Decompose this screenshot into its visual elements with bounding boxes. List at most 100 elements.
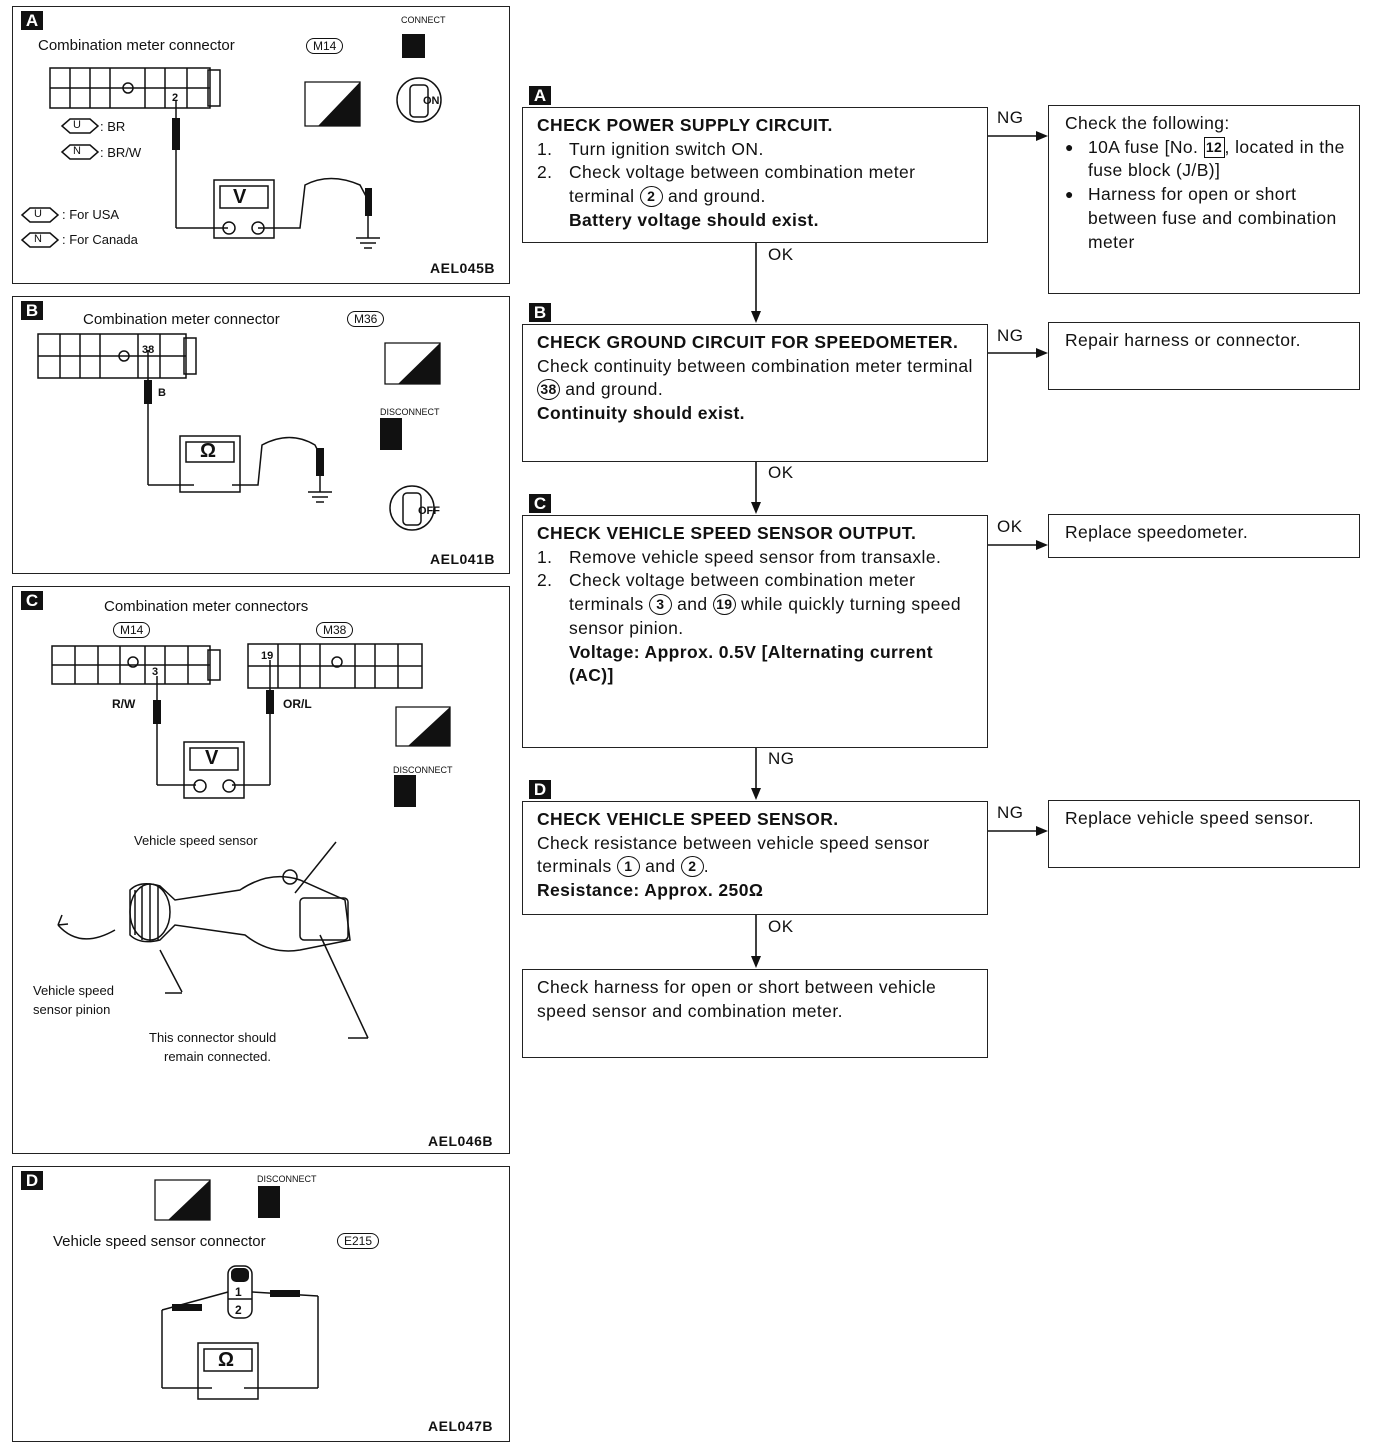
panel-c-title: Combination meter connectors — [104, 598, 309, 615]
panel-a-title: Combination meter connector — [38, 37, 235, 54]
flow-c-ok-label: OK — [997, 517, 1023, 536]
panel-b-key-off: OFF — [418, 505, 440, 517]
panel-a-legend-usa: : For USA — [62, 207, 120, 222]
flow-d-ok-label: OK — [768, 917, 794, 936]
panel-a-legend-u-badge: U — [34, 208, 42, 220]
panel-a-wire-n: : BR/W — [100, 145, 142, 160]
flow-c-spec: Voltage: Approx. 0.5V [Alternating curre… — [569, 641, 933, 686]
panel-a-meter-symbol: V — [233, 186, 247, 208]
panel-b-meter-symbol: Ω — [200, 440, 217, 462]
flow-a-ng-item1-end: , located in the fuse block (J/B)] — [1088, 136, 1345, 181]
panel-c-connector2-id: M38 — [316, 622, 354, 638]
flow-a-ok-label: OK — [768, 245, 794, 264]
panel-d-terminal-1: 1 — [235, 1285, 242, 1299]
flow-a-step2-end: and ground. — [667, 186, 766, 207]
flow-c-step2-text: Check voltage between combination meter … — [569, 570, 916, 615]
panel-b-connector-id: M36 — [347, 311, 385, 327]
flow-c-terminal-3: 3 — [648, 594, 672, 616]
flow-a-step1: Turn ignition switch ON. — [569, 138, 764, 159]
bullet-icon: ● — [1065, 186, 1074, 203]
flow-a-ng-result: Check the following: ● 10A fuse [No. 12,… — [1048, 105, 1360, 294]
flow-a-step2-num: 2. — [537, 162, 553, 183]
flow-a-tag: A — [529, 86, 551, 105]
flow-d-ng-label: NG — [997, 803, 1024, 822]
flow-a-title: CHECK POWER SUPPLY CIRCUIT. — [537, 115, 833, 135]
panel-c-connector-note-2: remain connected. — [164, 1049, 271, 1064]
panel-c-terminal2: 19 — [261, 650, 274, 662]
flow-c-terminal-19: 19 — [712, 594, 736, 616]
flow-d-terminal-1: 1 — [616, 856, 640, 878]
panel-b-hs-label: H.S. — [406, 369, 428, 381]
panel-a-legend-n-badge: N — [34, 233, 42, 245]
flow-d-terminal-2: 2 — [680, 856, 704, 878]
flow-d-text: Check resistance between vehicle speed s… — [537, 832, 930, 877]
panel-c-connector1-id: M14 — [113, 622, 151, 638]
panel-b — [12, 296, 510, 574]
panel-b-terminal: 38 — [142, 344, 155, 356]
flow-d-tag: D — [529, 780, 551, 799]
panel-b-disconnect-label: DISCONNECT — [380, 407, 440, 417]
bullet-icon: ● — [1065, 138, 1074, 155]
panel-c-hs-label: H.S. — [416, 733, 438, 745]
panel-a-terminal: 2 — [172, 92, 179, 104]
flow-a-ng-fuse-number: 12 — [1203, 136, 1225, 158]
flow-d-ng-text: Replace vehicle speed sensor. — [1065, 808, 1314, 828]
flow-d-and: and — [645, 856, 676, 877]
flow-b-ok-label: OK — [768, 463, 794, 482]
flow-b-spec: Continuity should exist. — [537, 403, 745, 424]
panel-a-u-badge: U — [73, 119, 81, 131]
flow-c-step1: Remove vehicle speed sensor from transax… — [569, 546, 942, 567]
flow-d-ng-result: Replace vehicle speed sensor. — [1048, 800, 1360, 868]
panel-c — [12, 586, 510, 1154]
panel-d-connector-id: E215 — [337, 1233, 380, 1249]
flow-b-tag: B — [529, 303, 551, 322]
flow-a-ng-item2: Harness for open or short between fuse a… — [1088, 184, 1337, 252]
flow-a-ng-head: Check the following: — [1065, 113, 1230, 133]
panel-b-title: Combination meter connector — [83, 311, 280, 328]
panel-c-disconnect-label: DISCONNECT — [393, 765, 453, 775]
flow-b-ng-result: Repair harness or connector. — [1048, 322, 1360, 390]
panel-c-tag: C — [21, 591, 43, 610]
flow-c-ok-text: Replace speedometer. — [1065, 522, 1249, 542]
flow-final: Check harness for open or short between … — [522, 969, 988, 1058]
flow-step-b: CHECK GROUND CIRCUIT FOR SPEEDOMETER. Ch… — [522, 324, 988, 462]
flow-b-text-end: and ground. — [565, 379, 664, 400]
flow-a-spec: Battery voltage should exist. — [569, 209, 819, 230]
panel-c-pinion-label-1: Vehicle speed — [33, 983, 114, 998]
flow-c-step2-num: 2. — [537, 570, 553, 591]
panel-a-connect-label: CONNECT — [401, 15, 446, 25]
panel-c-sensor-label: Vehicle speed sensor — [134, 833, 258, 848]
panel-a-connector-id: M14 — [306, 38, 344, 54]
flow-c-step1-num: 1. — [537, 546, 553, 567]
flow-a-ng-item1-text: 10A fuse [No. — [1088, 136, 1199, 157]
flow-b-text: Check continuity between combination met… — [537, 355, 973, 376]
panel-d-meter-symbol: Ω — [218, 1349, 235, 1371]
flow-step-d: CHECK VEHICLE SPEED SENSOR. Check resist… — [522, 801, 988, 915]
panel-b-wire: B — [158, 387, 166, 399]
flow-c-tag: C — [529, 494, 551, 513]
panel-a-key-on: ON — [423, 95, 440, 107]
panel-c-wire1: R/W — [112, 697, 136, 711]
panel-d-title: Vehicle speed sensor connector — [53, 1233, 266, 1250]
flow-final-text: Check harness for open or short between … — [537, 977, 937, 1021]
panel-c-wire2: OR/L — [283, 697, 312, 711]
flow-a-step1-num: 1. — [537, 138, 553, 159]
panel-d-ts-label: T.S. — [183, 1206, 202, 1218]
flow-c-step2-and: and — [677, 594, 708, 615]
flow-a-step2-text: Check voltage between combination meter … — [569, 162, 916, 207]
panel-d-code: AEL047B — [428, 1418, 493, 1434]
flow-d-period: . — [703, 856, 710, 877]
panel-d-disconnect-label: DISCONNECT — [257, 1174, 317, 1184]
panel-a-n-badge: N — [73, 145, 81, 157]
flow-step-a: CHECK POWER SUPPLY CIRCUIT. 1. Turn ignit… — [522, 107, 988, 243]
panel-c-terminal1: 3 — [152, 666, 159, 678]
flow-c-step2-end: while quickly turning speed sensor pinio… — [569, 594, 962, 638]
flow-c-title: CHECK VEHICLE SPEED SENSOR OUTPUT. — [537, 523, 917, 543]
flow-b-title: CHECK GROUND CIRCUIT FOR SPEEDOMETER. — [537, 332, 959, 352]
flow-step-c: CHECK VEHICLE SPEED SENSOR OUTPUT. 1. Rem… — [522, 515, 988, 748]
flow-c-ok-result: Replace speedometer. — [1048, 514, 1360, 558]
flow-b-ng-text: Repair harness or connector. — [1065, 330, 1301, 350]
panel-a-tag: A — [21, 11, 43, 30]
flow-b-terminal-38: 38 — [537, 379, 560, 401]
panel-b-tag: B — [21, 301, 43, 320]
